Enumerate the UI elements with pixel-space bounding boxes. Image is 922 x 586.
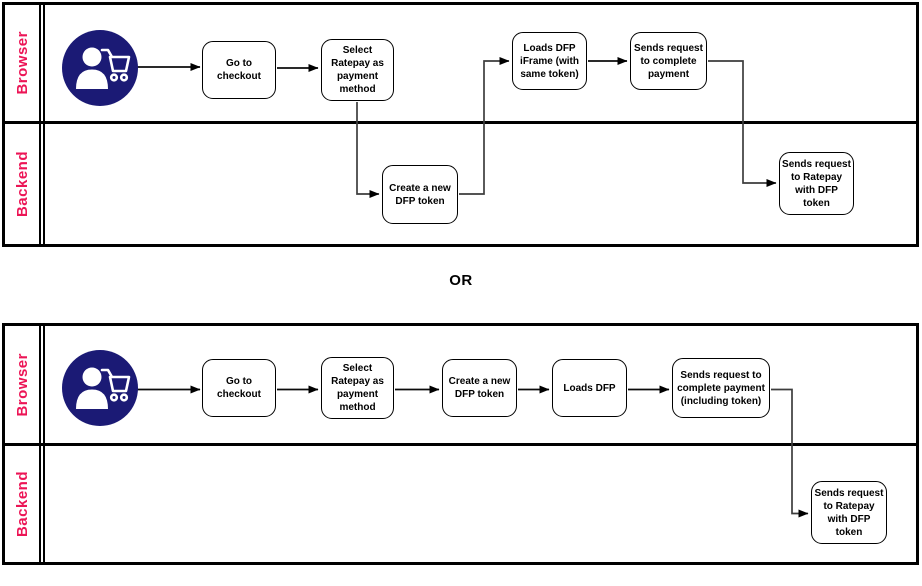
flow-node-go-to-checkout: Go to checkout	[202, 41, 276, 99]
customer-with-shopping-cart-icon	[62, 30, 138, 106]
lane-label: Browser	[13, 31, 31, 95]
flow1-swimlane: Browser Backend Go to checkout Select Ra…	[2, 2, 919, 247]
flow2-backend-lane-content	[43, 446, 916, 562]
flow1-browser-lane-content	[43, 5, 916, 121]
flow-node-sends-ratepay-dfp-token: Sends request to Ratepay with DFP token	[811, 481, 887, 544]
flow-node-create-dfp-token: Create a new DFP token	[442, 359, 517, 417]
lane-label: Backend	[13, 150, 31, 218]
flow-node-go-to-checkout: Go to checkout	[202, 359, 276, 417]
flow1-browser-lane-header: Browser	[5, 5, 41, 121]
flow-node-loads-dfp: Loads DFP	[552, 359, 627, 417]
customer-with-shopping-cart-icon	[62, 350, 138, 426]
or-label: OR	[449, 272, 473, 289]
flow2-backend-lane-header: Backend	[5, 446, 41, 562]
flow-node-loads-dfp-iframe: Loads DFP iFrame (with same token)	[512, 32, 587, 90]
flow2-backend-lane: Backend	[5, 446, 916, 562]
flow-node-select-ratepay: Select Ratepay as payment method	[321, 39, 394, 101]
lane-label: Browser	[13, 352, 31, 417]
flow2-browser-lane: Browser	[5, 326, 916, 446]
flow1-backend-lane: Backend	[5, 124, 916, 244]
flow-node-select-ratepay: Select Ratepay as payment method	[321, 357, 394, 419]
flow2-browser-lane-content	[43, 326, 916, 443]
flow-node-sends-ratepay-dfp-token: Sends request to Ratepay with DFP token	[779, 152, 854, 215]
flow-node-sends-complete-payment: Sends request to complete payment	[630, 32, 707, 90]
flow1-backend-lane-content	[43, 124, 916, 244]
flow-node-sends-complete-payment-including-token: Sends request to complete payment (inclu…	[672, 358, 770, 418]
flow1-browser-lane: Browser	[5, 5, 916, 124]
flow2-browser-lane-header: Browser	[5, 326, 41, 443]
lane-label: Backend	[13, 470, 31, 538]
flow-node-create-dfp-token: Create a new DFP token	[382, 165, 458, 224]
flow1-backend-lane-header: Backend	[5, 124, 41, 244]
flow2-swimlane: Browser Backend Go to checkout Select Ra…	[2, 323, 919, 565]
